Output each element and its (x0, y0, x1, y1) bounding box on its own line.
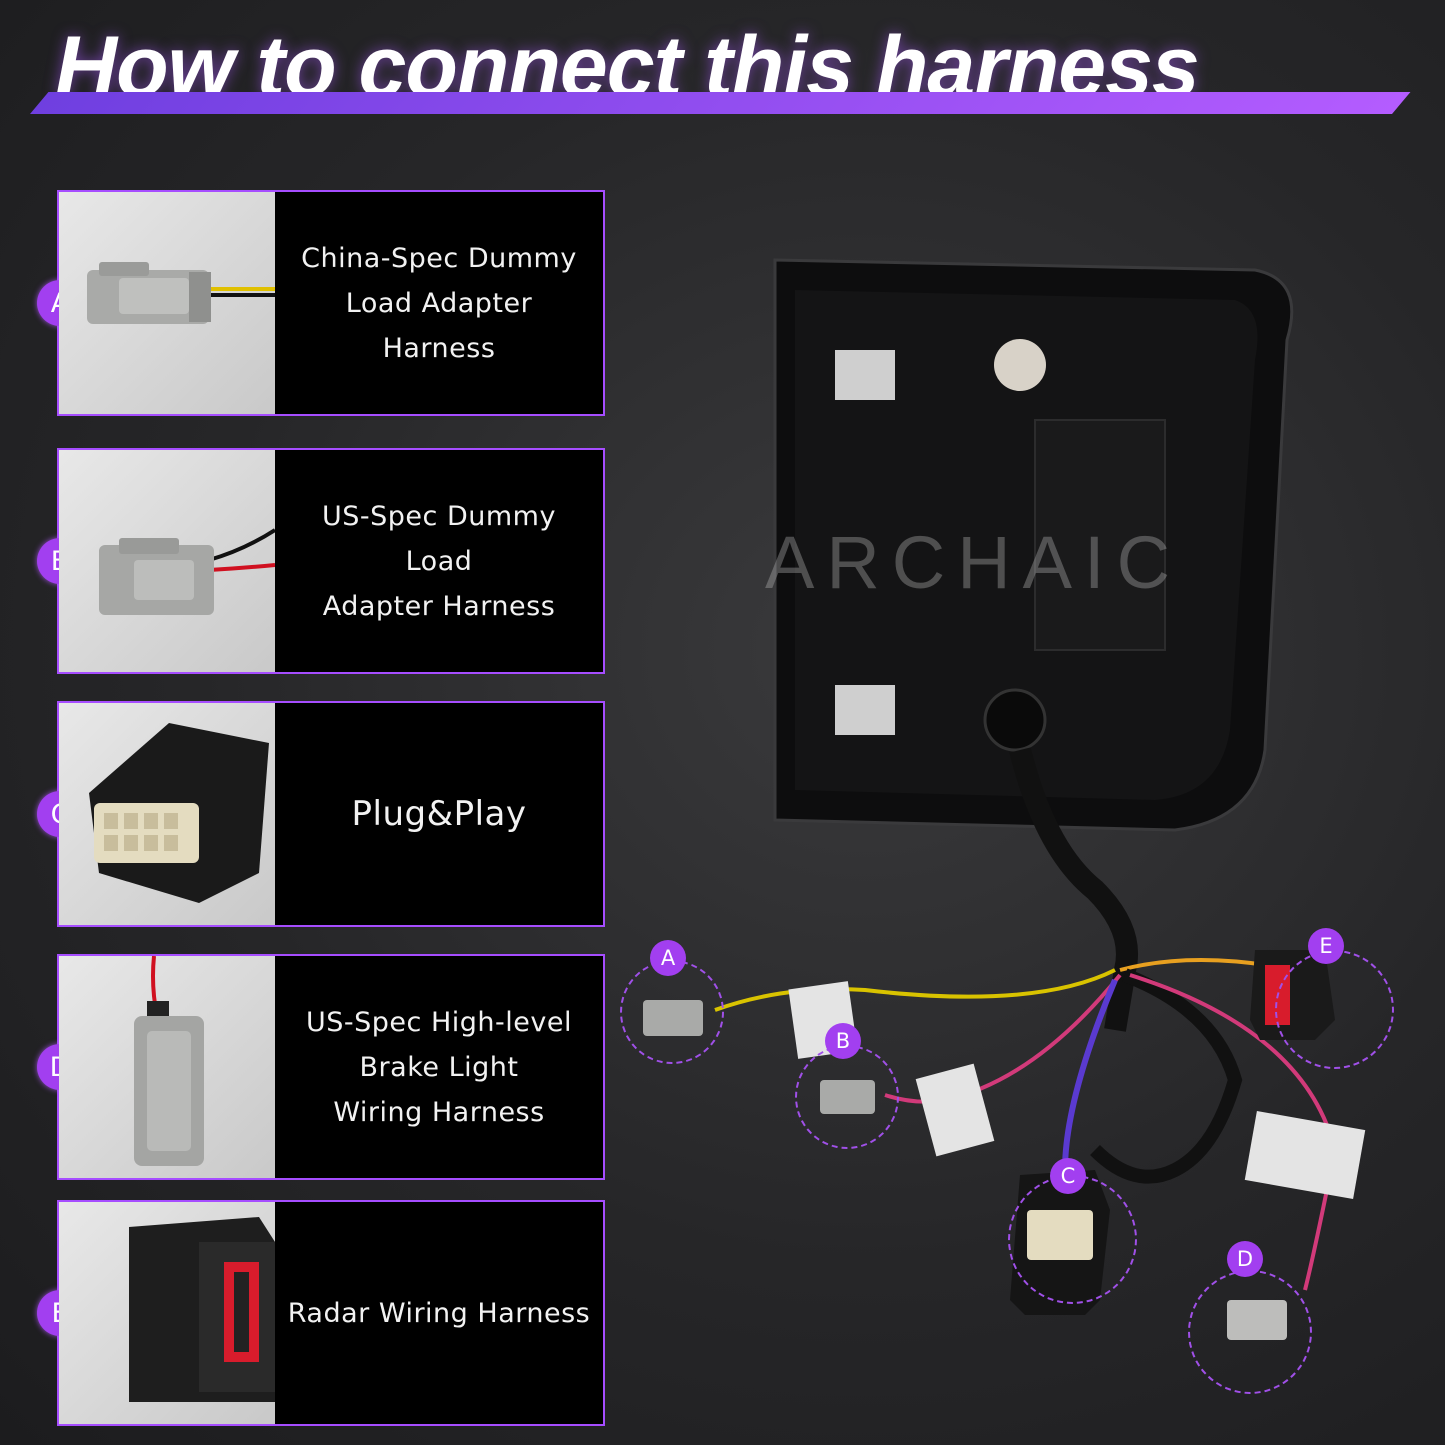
callout-e: E (1308, 928, 1344, 964)
highlight-circle-d (1188, 1270, 1312, 1394)
harness-label-e: Radar Wiring Harness (275, 1202, 603, 1424)
label-a-line-1: China-Spec Dummy (301, 242, 577, 274)
callout-d: D (1227, 1241, 1263, 1277)
highlight-circle-b (795, 1045, 899, 1149)
connector-photo-b (59, 450, 275, 672)
callout-c: C (1050, 1158, 1086, 1194)
connector-photo-e (59, 1202, 275, 1424)
connector-photo-a (59, 192, 275, 414)
connector-photo-d (59, 956, 275, 1178)
highlight-circle-e (1275, 950, 1394, 1069)
watermark-logo: ARCHAIC (765, 521, 1183, 604)
label-d-line-2: Brake Light (359, 1051, 519, 1083)
label-b-line-2: Adapter Harness (322, 590, 556, 622)
harness-label-c: Plug&Play (275, 703, 603, 925)
label-c-line-1: Plug&Play (351, 793, 527, 834)
highlight-circle-a (620, 960, 724, 1064)
label-b-line-1: US-Spec Dummy Load (322, 500, 556, 577)
title-underline-bar (30, 92, 1411, 114)
label-a-line-2: Load Adapter Harness (345, 287, 533, 364)
harness-card-c: C Plug&Play (37, 701, 605, 927)
label-d-line-1: US-Spec High-level (306, 1006, 572, 1038)
label-e-line-1: Radar Wiring Harness (287, 1297, 591, 1329)
callout-b: B (825, 1023, 861, 1059)
callout-a: A (650, 940, 686, 976)
highlight-circle-c (1008, 1175, 1137, 1304)
harness-card-e: E Radar Wiring Harness (37, 1200, 605, 1426)
connector-photo-c (59, 703, 275, 925)
label-d-line-3: Wiring Harness (333, 1096, 545, 1128)
